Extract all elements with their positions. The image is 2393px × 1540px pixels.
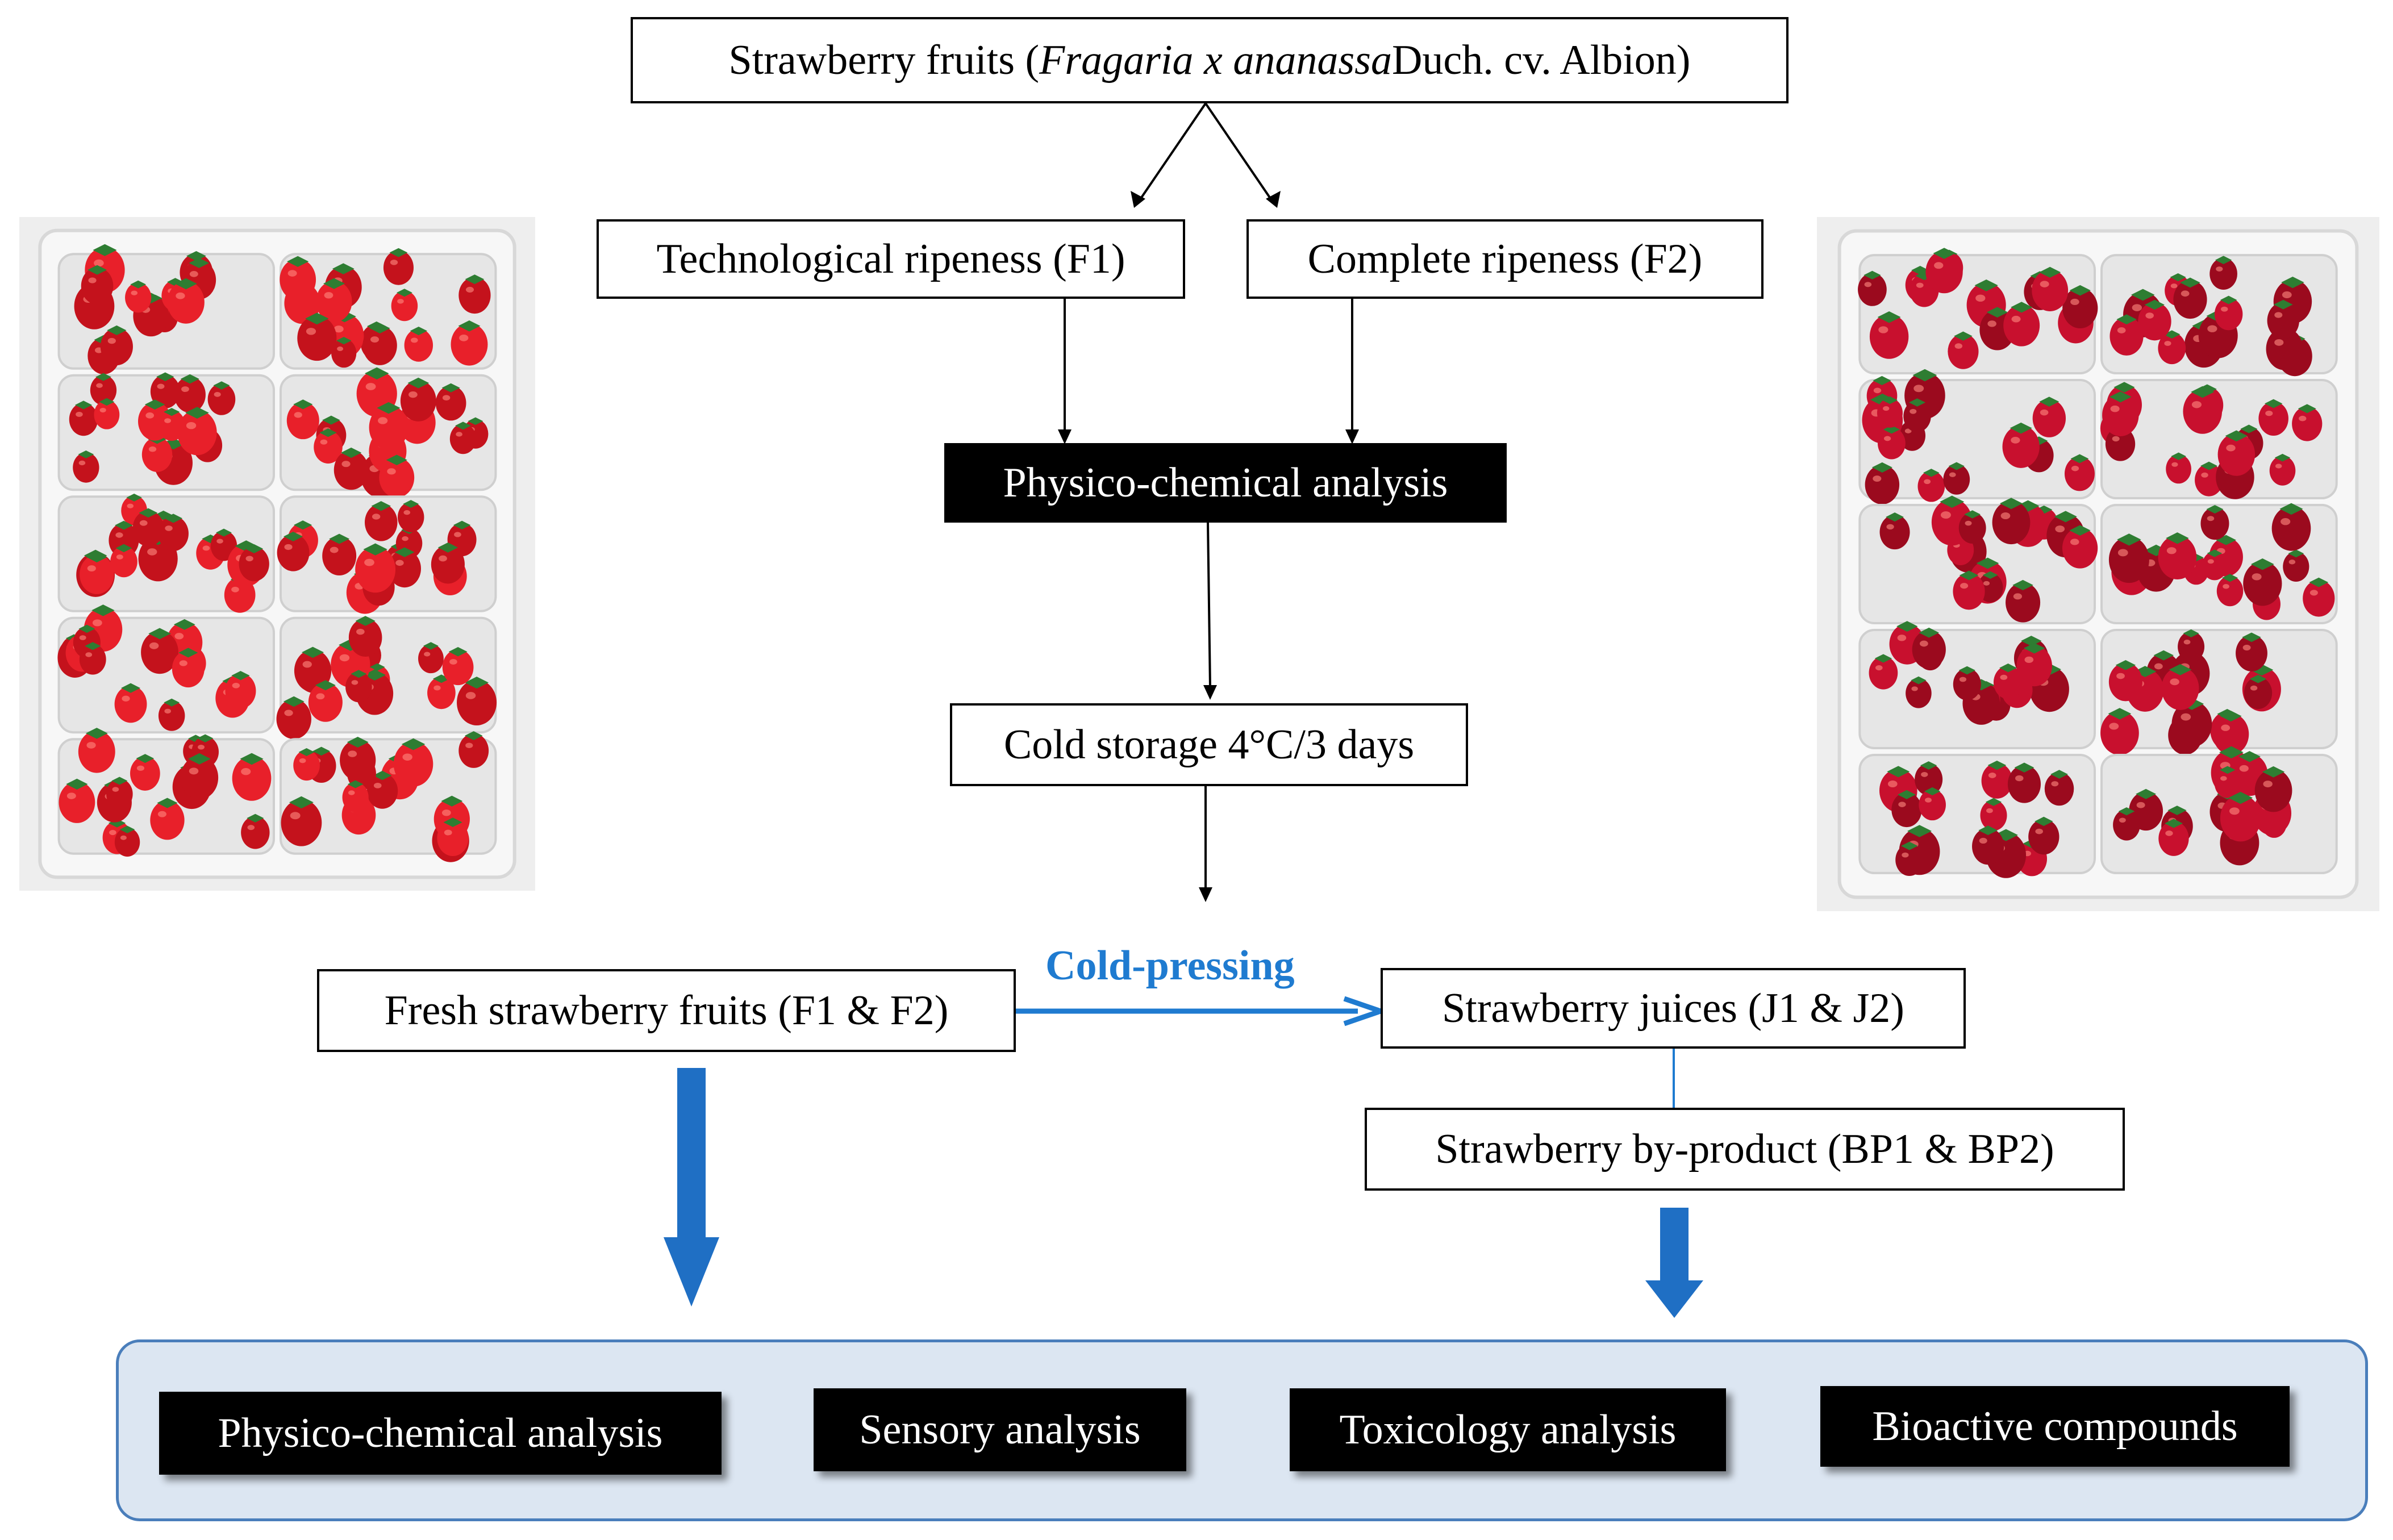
physico-chemical-analysis-box: Physico-chemical analysis [944, 443, 1507, 523]
cold-storage-box: Cold storage 4°C/3 days [950, 703, 1468, 786]
technological-ripeness-box: Technological ripeness (F1) [597, 219, 1185, 299]
source-fruits-prefix: Strawberry fruits ( [728, 36, 1040, 84]
fresh-fruits-box: Fresh strawberry fruits (F1 & F2) [317, 969, 1016, 1052]
juices-label: Strawberry juices (J1 & J2) [1442, 984, 1904, 1032]
byproduct-box: Strawberry by-product (BP1 & BP2) [1365, 1108, 2125, 1191]
output-bioactive-label: Bioactive compounds [1872, 1403, 2238, 1450]
source-fruits-box: Strawberry fruits (Fragaria x ananassa D… [631, 17, 1789, 103]
output-sensory: Sensory analysis [814, 1388, 1186, 1471]
complete-ripeness-box: Complete ripeness (F2) [1246, 219, 1764, 299]
output-toxicology: Toxicology analysis [1290, 1388, 1726, 1471]
juices-box: Strawberry juices (J1 & J2) [1381, 968, 1966, 1049]
technological-ripeness-label: Technological ripeness (F1) [656, 235, 1125, 282]
output-physico-chemical-label: Physico-chemical analysis [218, 1409, 663, 1456]
output-sensory-label: Sensory analysis [859, 1406, 1141, 1453]
species-name: Fragaria x ananassa [1039, 36, 1392, 84]
cold-pressing-label: Cold-pressing [1045, 942, 1295, 989]
photo-complete-ripeness [1817, 217, 2379, 911]
output-bioactive: Bioactive compounds [1820, 1386, 2290, 1467]
complete-ripeness-label: Complete ripeness (F2) [1307, 235, 1703, 282]
byproduct-label: Strawberry by-product (BP1 & BP2) [1435, 1125, 2054, 1172]
physico-chemical-analysis-label: Physico-chemical analysis [1003, 459, 1448, 506]
output-physico-chemical: Physico-chemical analysis [159, 1392, 722, 1475]
source-fruits-suffix: Duch. cv. Albion) [1391, 36, 1691, 84]
fresh-fruits-label: Fresh strawberry fruits (F1 & F2) [384, 987, 949, 1034]
cold-storage-label: Cold storage 4°C/3 days [1003, 721, 1415, 768]
photo-technological-ripeness [19, 217, 535, 891]
output-toxicology-label: Toxicology analysis [1339, 1406, 1677, 1453]
